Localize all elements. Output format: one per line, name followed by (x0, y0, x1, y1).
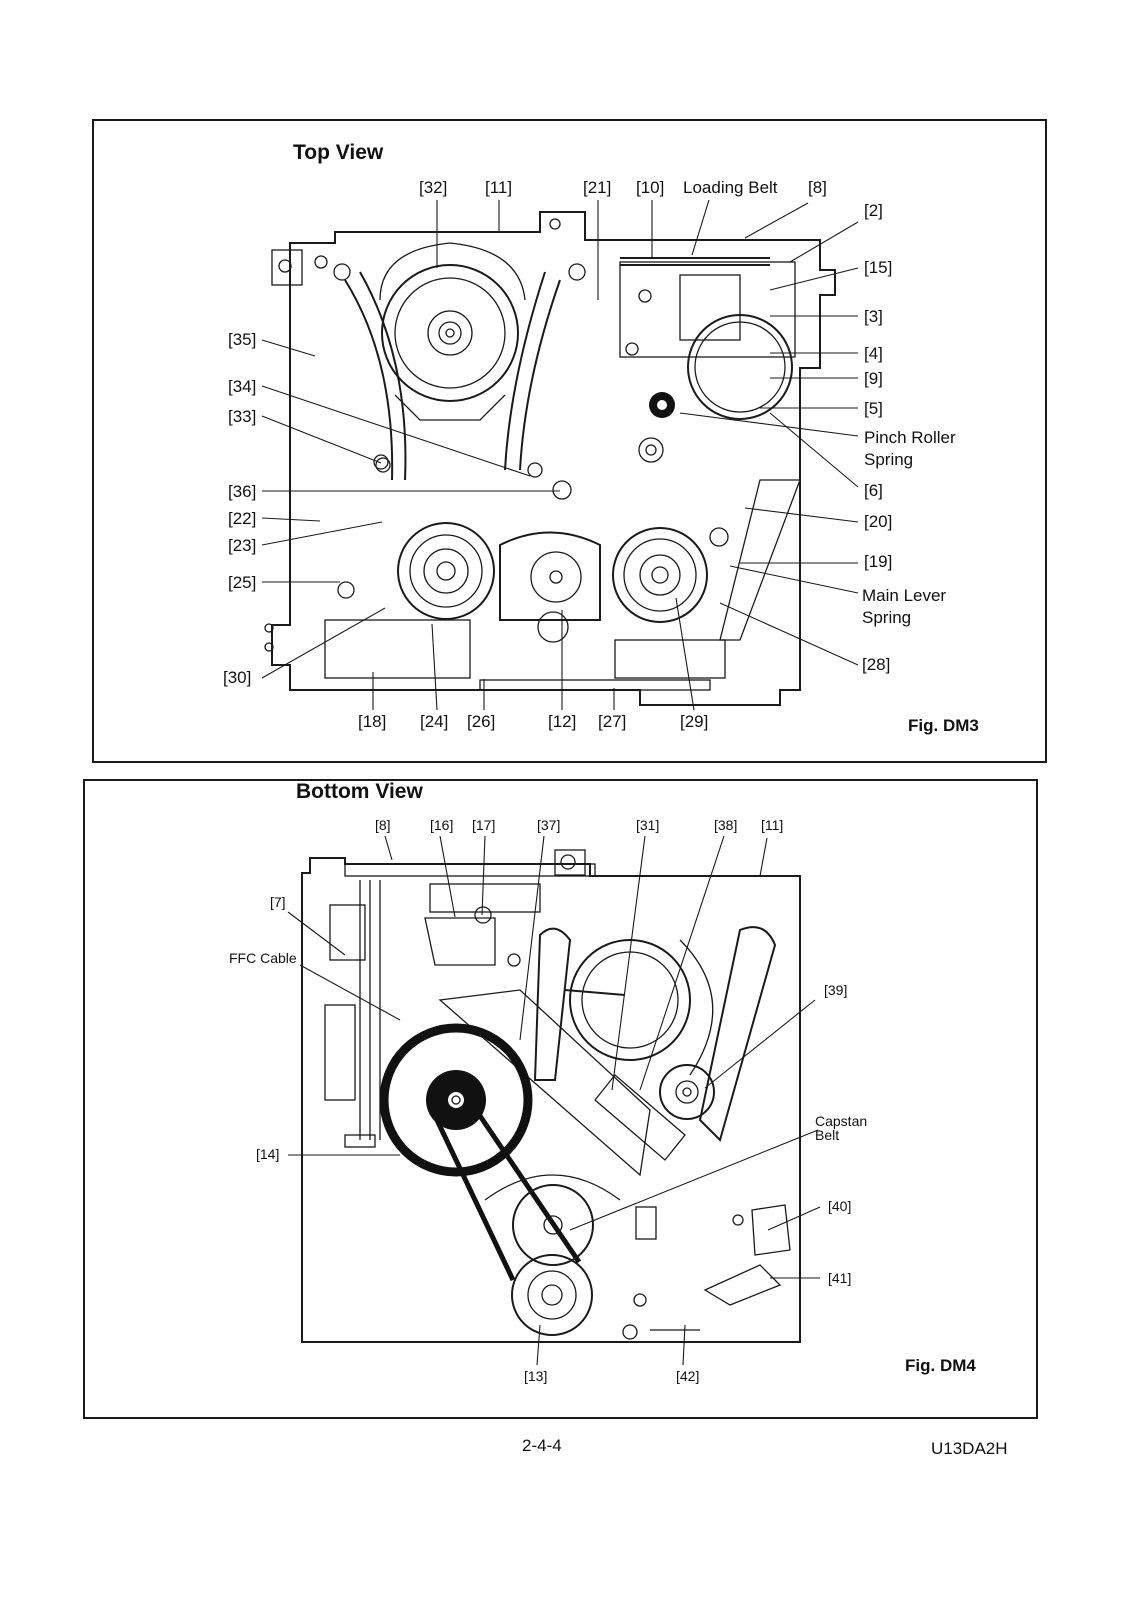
top-label-main-lever-spring: Spring (862, 608, 912, 627)
top-label-5: [5] (864, 399, 883, 418)
top-label-20: [20] (864, 512, 893, 531)
bottom-label-17: [17] (472, 817, 496, 833)
bottom-label-13: [13] (524, 1368, 548, 1384)
top-label-24: [24] (420, 712, 449, 731)
bottom-label-ffc-cable: FFC Cable (229, 950, 297, 966)
top-label-2: [2] (864, 201, 883, 220)
bottom-label-38: [38] (714, 817, 738, 833)
bottom-label-42: [42] (676, 1368, 700, 1384)
bottom-chassis-outline (301, 857, 801, 1343)
cam-gear (687, 314, 793, 420)
gear-42 (622, 1324, 638, 1340)
top-label-33: [33] (228, 407, 257, 426)
part-41 (703, 1264, 782, 1306)
ffc-connector (329, 904, 366, 961)
top-label-12: [12] (548, 712, 577, 731)
top-label-3: [3] (864, 307, 883, 326)
part-40 (751, 1204, 791, 1256)
bottom-label-8: [8] (375, 817, 391, 833)
right-guide-arm (519, 279, 561, 471)
top-label-30: [30] (223, 668, 252, 687)
bottom-view-title: Bottom View (296, 780, 423, 803)
bottom-label-39: [39] (824, 982, 848, 998)
top-label-22: [22] (228, 509, 257, 528)
bottom-right-arm (698, 926, 777, 1142)
top-label-36: [36] (228, 482, 257, 501)
bottom-label-41: [41] (828, 1270, 852, 1286)
top-label-27: [27] (598, 712, 627, 731)
supply-reel-disk (397, 522, 495, 620)
bottom-label-capstan-belt: Belt (815, 1127, 840, 1143)
takeup-reel-disk (612, 527, 708, 623)
top-view-panel (92, 119, 1047, 763)
top-label-21: [21] (583, 178, 612, 197)
bottom-left-arm (533, 927, 572, 1081)
top-label-26: [26] (467, 712, 496, 731)
top-chassis-outline (271, 211, 836, 706)
top-label-23: [23] (228, 536, 257, 555)
bottom-label-capstan: Capstan (815, 1113, 868, 1129)
top-label-35: [35] (228, 330, 257, 349)
top-label-8: [8] (808, 178, 827, 197)
main-lever (719, 479, 801, 641)
bottom-label-16: [16] (430, 817, 454, 833)
top-label-18: [18] (358, 712, 387, 731)
left-guide-arm (344, 279, 394, 481)
top-label-9: [9] (864, 369, 883, 388)
top-label-28: [28] (862, 655, 891, 674)
bottom-label-31: [31] (636, 817, 660, 833)
capstan-belt-right (473, 1108, 582, 1264)
sensor-bracket (429, 883, 541, 913)
top-label-loading-belt: Loading Belt (683, 178, 778, 197)
top-label-pinch-roller: Pinch Roller (864, 428, 956, 447)
capstan-motor-flywheel (379, 1023, 533, 1177)
ffc-cable (359, 880, 381, 1140)
top-label-10: [10] (636, 178, 665, 197)
top-view-figure-label: Fig. DM3 (908, 716, 979, 735)
top-label-main-lever: Main Lever (862, 586, 947, 605)
idler-pulley (511, 1254, 593, 1336)
capstan-pulley (659, 1064, 715, 1120)
bottom-label-40: [40] (828, 1198, 852, 1214)
top-view-title: Top View (293, 141, 384, 164)
top-label-29: [29] (680, 712, 709, 731)
rack-strip (479, 679, 711, 691)
top-label-4: [4] (864, 344, 883, 363)
top-label-34: [34] (228, 377, 257, 396)
left-slider (324, 619, 471, 679)
bottom-label-37: [37] (537, 817, 561, 833)
top-label-25: [25] (228, 573, 257, 592)
right-slider (614, 639, 726, 679)
document-code: U13DA2H (931, 1439, 1008, 1458)
bottom-view-panel (83, 779, 1038, 1419)
top-label-11: [11] (485, 178, 513, 197)
capstan-belt-left (434, 1118, 516, 1282)
top-chassis-tab (271, 249, 303, 286)
head-drum (381, 264, 519, 402)
bottom-view-figure-label: Fig. DM4 (905, 1356, 976, 1375)
idler-housing (499, 531, 601, 621)
page-number: 2-4-4 (522, 1436, 562, 1455)
drum-motor (569, 939, 691, 1061)
top-label-15: [15] (864, 258, 893, 277)
loading-motor-bracket (619, 261, 796, 358)
reel-drive-gear (512, 1184, 594, 1266)
top-label-6: [6] (864, 481, 883, 500)
bottom-label-11: [11] (761, 817, 784, 833)
top-label-19: [19] (864, 552, 893, 571)
bottom-label-7: [7] (270, 894, 286, 910)
bottom-label-14: [14] (256, 1146, 280, 1162)
top-label-pinch-roller-spring: Spring (864, 450, 914, 469)
top-label-32: [32] (419, 178, 448, 197)
rack-gear (594, 1074, 686, 1161)
